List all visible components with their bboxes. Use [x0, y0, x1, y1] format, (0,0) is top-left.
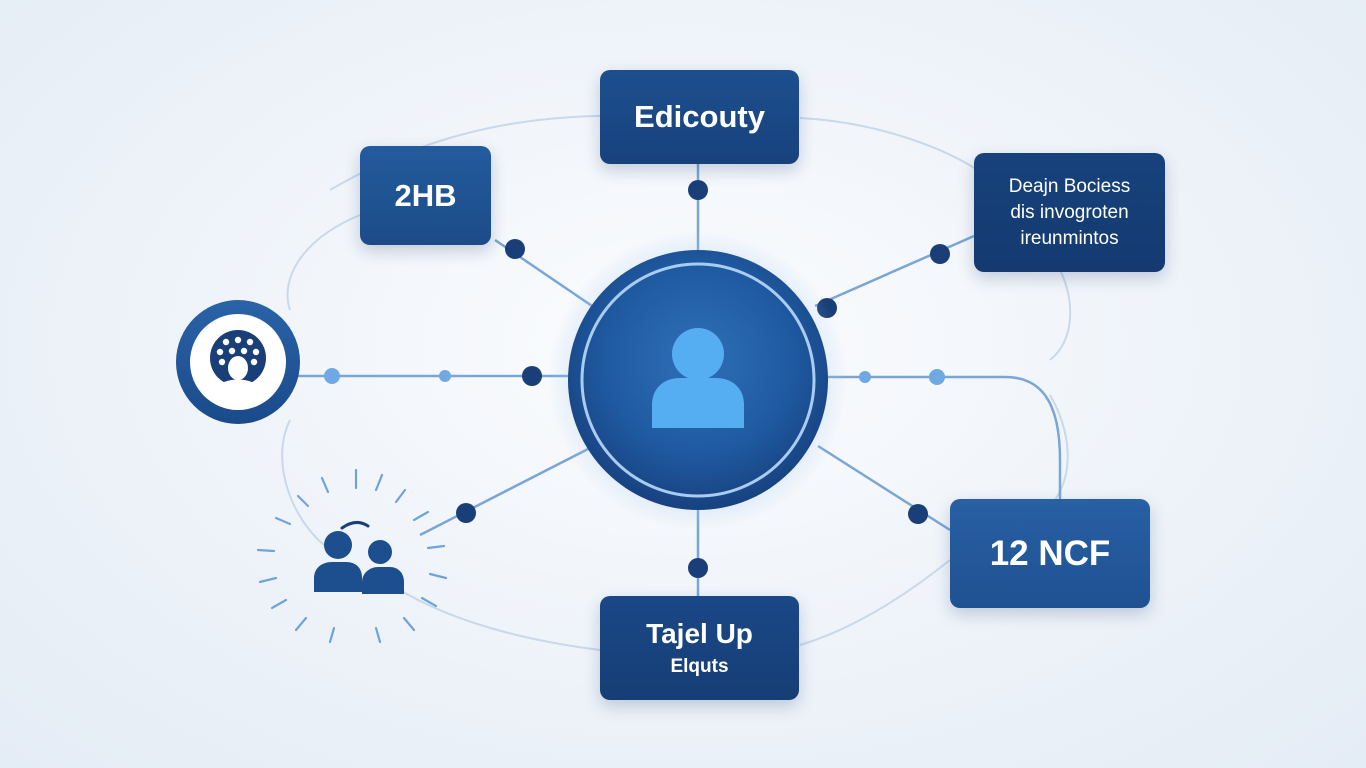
connector-right-curve [1004, 375, 1062, 500]
dot-top [688, 180, 708, 200]
node-card-top-label: Edicouty [634, 99, 765, 134]
dot-left-outer [324, 368, 340, 384]
globe-user-icon [210, 330, 266, 390]
smile-mark [340, 521, 370, 530]
connector-dots [324, 180, 950, 578]
left-node[interactable] [176, 300, 300, 424]
connector-lower-right [817, 444, 951, 532]
connector-lower-left [419, 446, 591, 537]
node-card-upper-left[interactable]: 2HB [360, 146, 491, 245]
burst-rays [256, 468, 448, 644]
dot-lower-right [908, 504, 928, 524]
dot-upper-right-outer [930, 244, 950, 264]
node-card-bottom-label: Tajel Up [646, 618, 753, 649]
dot-lower-left [456, 503, 476, 523]
node-card-upper-right-label: Deajn Bociess dis invogroten ireunmintos [1008, 175, 1131, 249]
dot-upper-left [505, 239, 525, 259]
dot-left-mid [439, 370, 451, 382]
node-card-upper-right[interactable]: Deajn Bociess dis invogroten ireunmintos [974, 153, 1165, 272]
dot-bottom [688, 558, 708, 578]
connector-upper-right [814, 234, 975, 308]
node-card-bottom[interactable]: Tajel Up Elquts [600, 596, 799, 700]
node-card-top[interactable]: Edicouty [600, 70, 799, 164]
lower-left-node[interactable] [256, 468, 448, 644]
node-card-upper-left-label: 2HB [394, 177, 457, 213]
dot-right-outer [929, 369, 945, 385]
center-hub[interactable] [548, 230, 848, 530]
node-card-bottom-sublabel: Elquts [670, 656, 729, 677]
user-icon [652, 328, 744, 428]
dot-right-inner [859, 371, 871, 383]
node-card-lower-right[interactable]: 12 NCF [950, 499, 1150, 608]
node-card-lower-right-label: 12 NCF [989, 533, 1111, 573]
team-icon [314, 531, 404, 594]
dot-left-inner [522, 366, 542, 386]
